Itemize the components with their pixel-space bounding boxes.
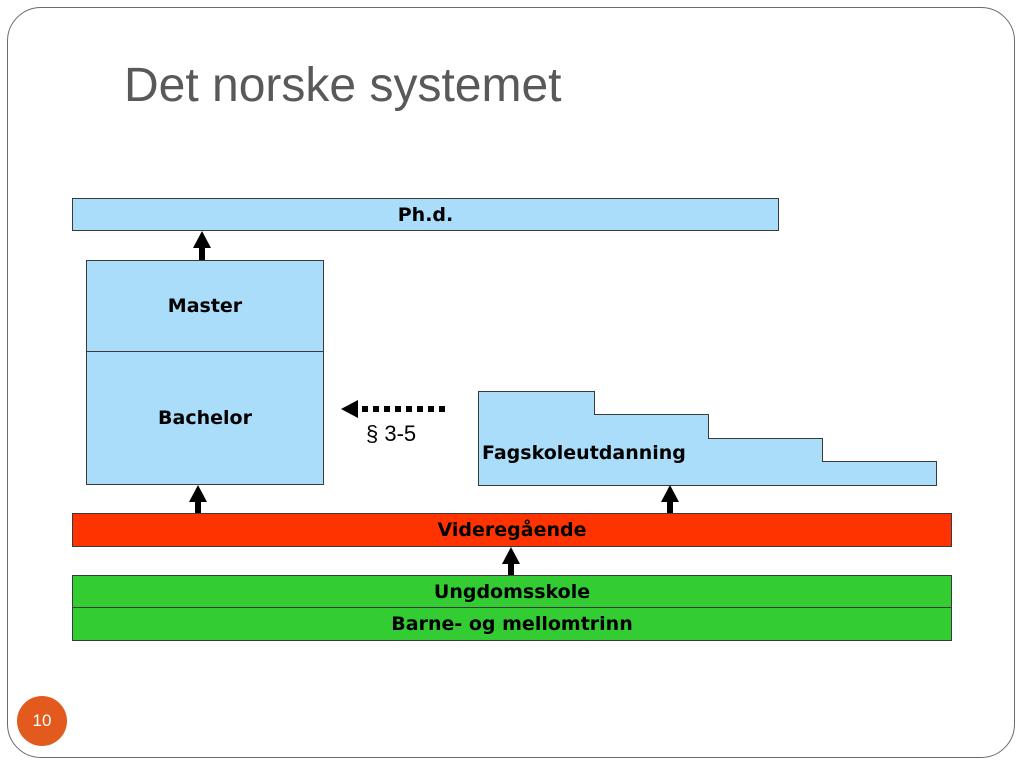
phd-label: Ph.d. (397, 203, 454, 226)
barne-mellomtrinn-box: Barne- og mellomtrinn (72, 607, 952, 641)
slide-title: Det norske systemet (124, 59, 562, 112)
phd-box: Ph.d. (72, 198, 779, 231)
master-label: Master (167, 295, 243, 317)
videregaende-box: Videregående (72, 513, 952, 547)
slide-number-badge: 10 (17, 696, 67, 746)
arrow-up-bachelor (189, 485, 207, 513)
bachelor-label: Bachelor (158, 407, 252, 429)
videregaende-label: Videregående (437, 519, 587, 541)
ungdomsskole-box: Ungdomsskole (72, 575, 952, 608)
arrow-up-fagskole (661, 485, 679, 513)
dotted-arrow-left (341, 400, 450, 418)
arrow-up-phd (193, 231, 211, 260)
barne-mellomtrinn-label: Barne- og mellomtrinn (391, 613, 633, 635)
bachelor-box: Bachelor (86, 351, 324, 485)
ungdomsskole-label: Ungdomsskole (433, 580, 591, 603)
fagskole-shape (478, 391, 937, 486)
slide-number-text: 10 (32, 711, 52, 730)
paragraph-label: § 3-5 (366, 421, 417, 446)
arrow-up-videregaende (502, 547, 520, 575)
master-box: Master (86, 260, 324, 352)
fagskole-label: Fagskoleutdanning (482, 442, 686, 464)
